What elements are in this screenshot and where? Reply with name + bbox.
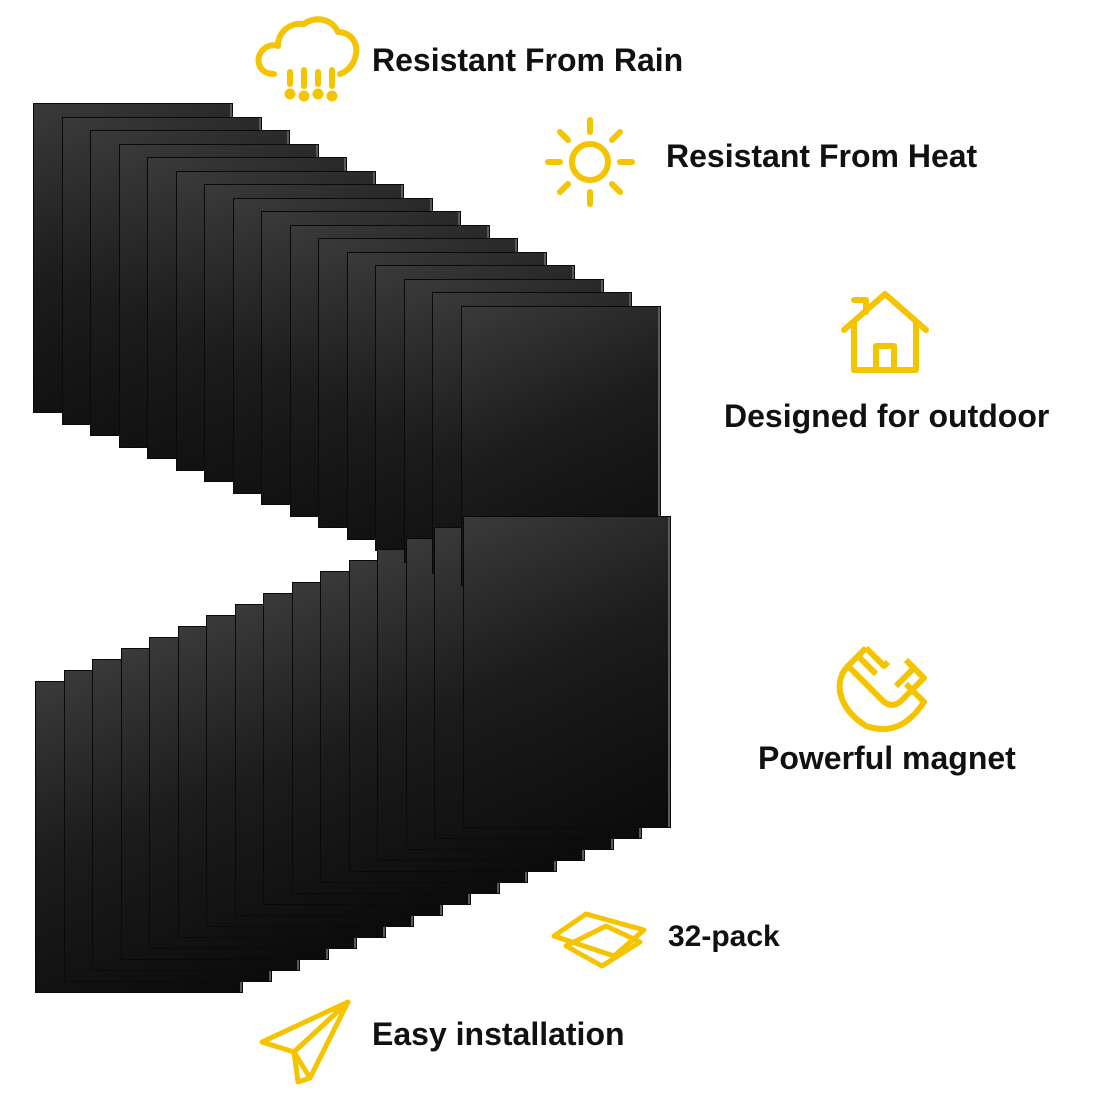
feature-install-label: Easy installation [372,1016,625,1052]
sun-icon [542,114,638,210]
stacked-sheets-icon [546,906,652,974]
feature-pack-label: 32-pack [668,920,780,953]
feature-magnet-label: Powerful magnet [758,740,1016,776]
feature-outdoor-label: Designed for outdoor [724,398,1050,434]
magnet-sheet [463,517,670,827]
paper-plane-icon [254,994,354,1088]
feature-rain-label: Resistant From Rain [372,42,684,78]
feature-heat-label: Resistant From Heat [666,138,978,174]
rain-cloud-icon [252,12,364,106]
magnet-icon [836,640,932,736]
house-icon [838,286,932,376]
